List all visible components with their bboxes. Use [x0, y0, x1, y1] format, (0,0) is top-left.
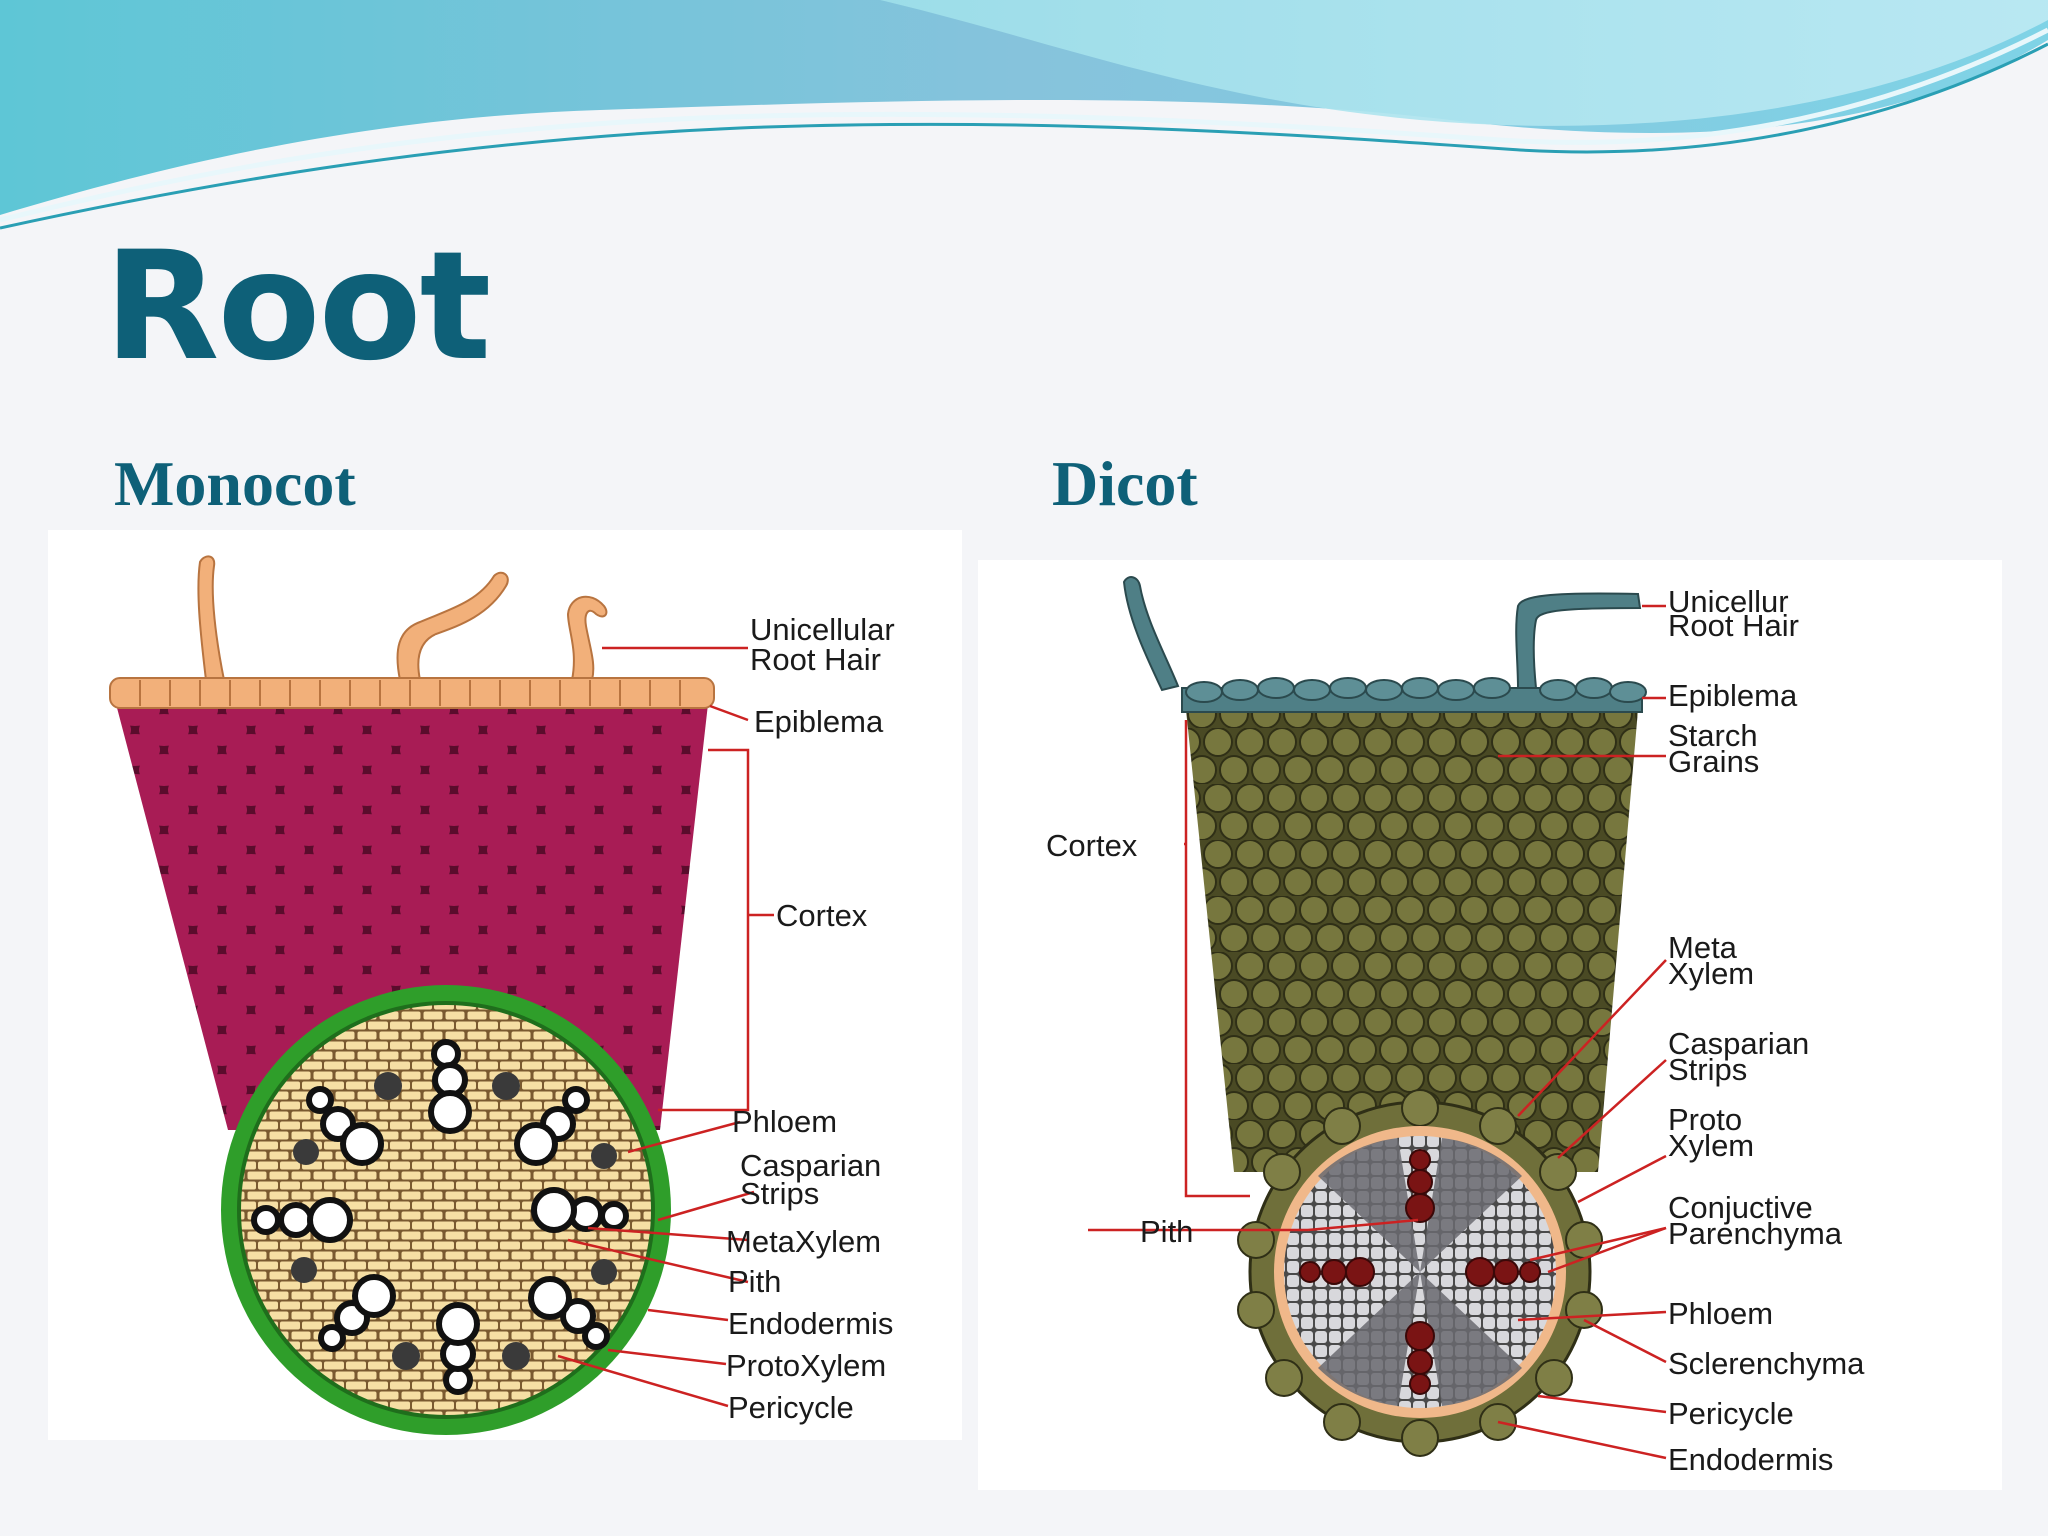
label-parenchyma: Parenchyma: [1668, 1216, 1843, 1251]
dicot-cortex: [1186, 710, 1638, 1172]
label-root-hair: Root Hair: [750, 642, 881, 677]
label-sclerenchyma: Sclerenchyma: [1668, 1346, 1865, 1381]
label-proto: Proto: [1668, 1102, 1742, 1137]
label-pith: Pith: [728, 1264, 781, 1299]
header-wave-banner: [0, 0, 2048, 230]
dicot-xylem: [1299, 1149, 1541, 1395]
label-protoxylem: ProtoXylem: [726, 1348, 886, 1383]
label-phloem: Phloem: [1668, 1296, 1773, 1331]
root-hair-icon: [197, 555, 608, 681]
label-meta: Meta: [1668, 930, 1738, 965]
monocot-leader-lines: [557, 646, 774, 1408]
label-cortex: Cortex: [776, 898, 868, 933]
label-pericycle: Pericycle: [728, 1390, 854, 1425]
phloem-patches: [291, 1072, 617, 1370]
slide-title: Root: [104, 220, 491, 394]
monocot-root-diagram: Unicellular Root Hair Epiblema Cortex Ph…: [48, 530, 962, 1440]
label-proto-xylem: Xylem: [1668, 1128, 1754, 1163]
label-casparian: Casparian: [740, 1148, 881, 1183]
label-epiblema: Epiblema: [754, 704, 884, 739]
label-unicellular: Unicellular: [750, 612, 895, 647]
label-strips: Strips: [740, 1176, 819, 1211]
xylem-vessels: [251, 1039, 629, 1395]
root-hair-icon: [1122, 576, 1642, 692]
label-unicellur: Unicellur: [1668, 584, 1789, 619]
label-conjuctive: Conjuctive: [1668, 1190, 1813, 1225]
label-root-hair: Root Hair: [1668, 608, 1799, 643]
label-epiblema: Epiblema: [1668, 678, 1798, 713]
label-meta-xylem: Xylem: [1668, 956, 1754, 991]
label-pith: Pith: [1140, 1214, 1193, 1249]
label-endodermis: Endodermis: [728, 1306, 893, 1341]
label-phloem: Phloem: [732, 1104, 837, 1139]
label-endodermis: Endodermis: [1668, 1442, 1833, 1477]
label-pericycle: Pericycle: [1668, 1396, 1794, 1431]
dicot-phloem-patches: [1318, 1138, 1522, 1406]
dicot-leader-lines: [1088, 604, 1667, 1460]
label-metaxylem: MetaXylem: [726, 1224, 881, 1259]
label-grains: Grains: [1668, 744, 1759, 779]
monocot-heading: Monocot: [114, 448, 356, 519]
dicot-root-diagram: Unicellur Root Hair Epiblema Starch Grai…: [978, 560, 2002, 1490]
label-cortex: Cortex: [1046, 828, 1138, 863]
label-casparian: Casparian: [1668, 1026, 1809, 1061]
dicot-heading: Dicot: [1052, 448, 1198, 519]
label-starch: Starch: [1668, 718, 1758, 753]
label-strips: Strips: [1668, 1052, 1747, 1087]
